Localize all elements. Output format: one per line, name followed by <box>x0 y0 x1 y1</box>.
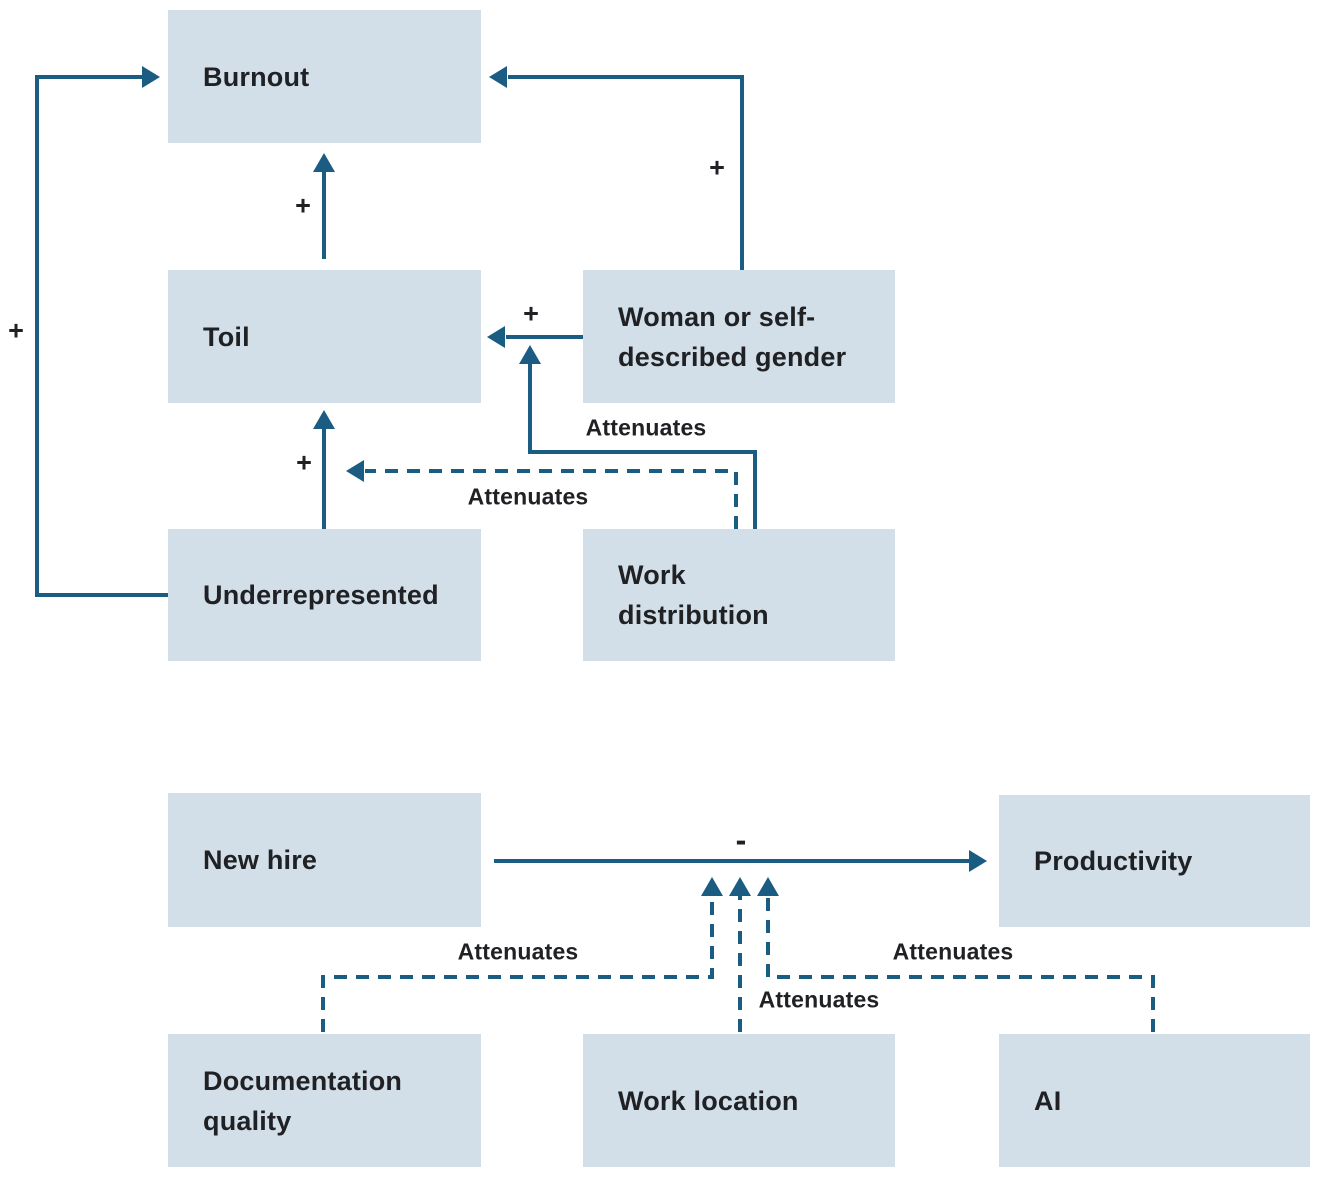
sign-woman-burnout: + <box>709 152 725 183</box>
sign-underrepresented-toil: + <box>296 447 312 478</box>
arrowhead-up-icon <box>519 345 541 364</box>
arrowhead-up-icon <box>313 410 335 429</box>
edge-documentationquality-attenuates-newhire-productivity <box>321 896 714 1032</box>
edge-underrepresented-to-burnout <box>35 75 168 597</box>
arrowhead-right-icon <box>969 850 987 872</box>
node-work-location: Work location <box>583 1034 895 1167</box>
arrowhead-left-icon <box>489 66 507 88</box>
edge-ai-attenuates-newhire-productivity <box>766 896 1155 1032</box>
arrowhead-left-icon <box>346 460 364 482</box>
node-ai: AI <box>999 1034 1310 1167</box>
edge-woman-to-burnout <box>508 75 744 270</box>
edge-workdistribution-attenuates-woman-toil <box>528 364 757 529</box>
label-attenuates-ai: Attenuates <box>892 938 1014 965</box>
node-new-hire: New hire <box>168 793 481 927</box>
node-burnout: Burnout <box>168 10 481 143</box>
arrowhead-up-icon <box>729 877 751 896</box>
sign-toil-burnout: + <box>295 190 311 221</box>
node-work-distribution: Work distribution <box>583 529 895 661</box>
node-documentation-quality: Documentation quality <box>168 1034 481 1167</box>
arrowhead-up-icon <box>701 877 723 896</box>
sign-underrepresented-burnout: + <box>8 315 24 346</box>
arrowhead-up-icon <box>313 153 335 172</box>
label-attenuates-work-location: Attenuates <box>758 986 880 1013</box>
arrowhead-right-icon <box>142 66 160 88</box>
arrowhead-up-icon <box>757 877 779 896</box>
sign-newhire-productivity: - <box>735 822 747 858</box>
label-attenuates-workdistribution-woman-toil: Attenuates <box>585 414 707 441</box>
node-woman-or-self-described-gender: Woman or self- described gender <box>583 270 895 403</box>
arrowhead-left-icon <box>487 326 505 348</box>
node-productivity: Productivity <box>999 795 1310 927</box>
label-attenuates-workdistribution-underrepresented-toil: Attenuates <box>467 483 589 510</box>
sign-woman-toil: + <box>523 298 539 329</box>
node-underrepresented: Underrepresented <box>168 529 481 661</box>
label-attenuates-documentation-quality: Attenuates <box>457 938 579 965</box>
node-toil: Toil <box>168 270 481 403</box>
